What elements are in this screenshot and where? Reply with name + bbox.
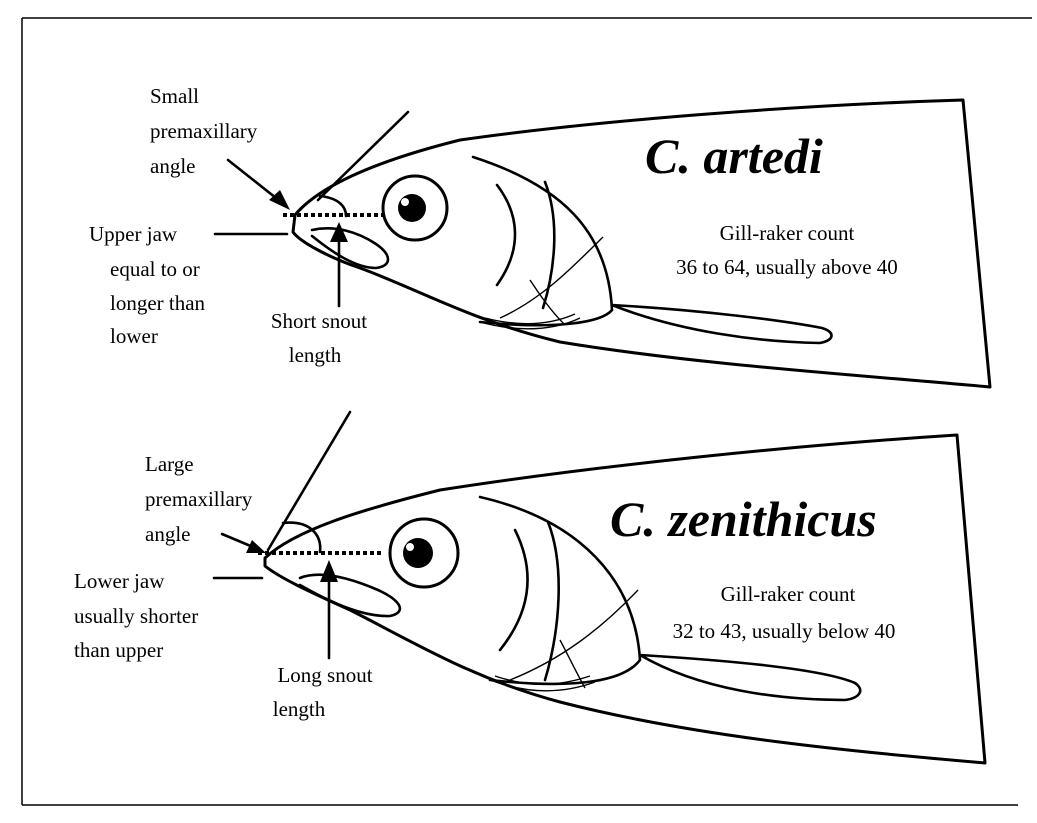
angle-pointer-line <box>228 160 276 198</box>
annotation-jaw: Lower jaw usually shorter than upper <box>74 569 262 662</box>
gill-raker-label: Gill-raker count <box>721 582 856 606</box>
jaw-label-line-1: Lower jaw <box>74 569 165 593</box>
panel-artedi: C. artedi Gill-raker count 36 to 64, usu… <box>89 84 990 387</box>
fish-head-artedi: C. artedi Gill-raker count 36 to 64, usu… <box>283 100 990 387</box>
angle-label-line-2: premaxillary <box>150 119 258 143</box>
angle-label-line-2: premaxillary <box>145 487 253 511</box>
species-name: C. zenithicus <box>610 491 877 547</box>
jaw-label-line-4: lower <box>110 324 158 348</box>
gill-raker-range: 36 to 64, usually above 40 <box>676 255 898 279</box>
gill-raker-range: 32 to 43, usually below 40 <box>673 619 896 643</box>
eye <box>383 176 447 240</box>
angle-arrowhead <box>269 190 290 210</box>
panel-zenithicus: C. zenithicus Gill-raker count 32 to 43,… <box>74 412 985 763</box>
snout-label-line-2: length <box>289 343 342 367</box>
angle-label-line-3: angle <box>150 154 195 178</box>
jaw-label-line-2: equal to or <box>110 257 200 281</box>
angle-arrowhead <box>246 540 266 553</box>
annotation-premaxillary-angle: Large premaxillary angle <box>145 452 266 553</box>
jaw-label-line-2: usually shorter <box>74 604 198 628</box>
fish-head-zenithicus: C. zenithicus Gill-raker count 32 to 43,… <box>258 412 985 763</box>
gill-raker-label: Gill-raker count <box>720 221 855 245</box>
annotation-jaw: Upper jaw equal to or longer than lower <box>89 222 287 348</box>
angle-label-line-3: angle <box>145 522 190 546</box>
snout-label-line-1: Short snout <box>271 309 367 333</box>
jaw-label-line-3: than upper <box>74 638 163 662</box>
jaw-label-line-3: longer than <box>110 291 206 315</box>
eye <box>390 519 458 587</box>
species-name: C. artedi <box>645 128 823 184</box>
angle-pointer-line <box>222 534 253 547</box>
snout-label-line-1: Long snout <box>277 663 372 687</box>
annotation-premaxillary-angle: Small premaxillary angle <box>150 84 290 210</box>
angle-label-line-1: Large <box>145 452 194 476</box>
angle-label-line-1: Small <box>150 84 199 108</box>
jaw-label-line-1: Upper jaw <box>89 222 178 246</box>
snout-label-line-2: length <box>273 697 326 721</box>
head-outline <box>293 100 990 387</box>
